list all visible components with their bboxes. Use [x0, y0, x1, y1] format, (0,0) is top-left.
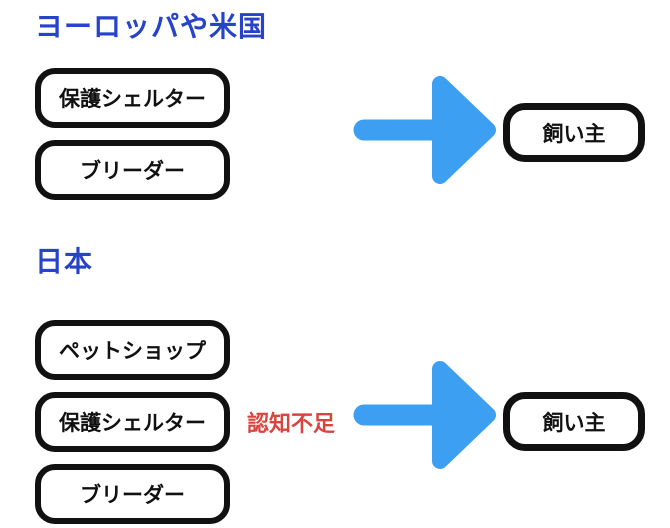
source-box-shelter-eu: 保護シェルター [35, 68, 230, 128]
source-box-petshop-jp: ペットショップ [35, 320, 230, 380]
awareness-gap-note: 認知不足 [247, 411, 336, 436]
target-box-owner-jp: 飼い主 [503, 392, 645, 451]
section-title-japan: 日本 [35, 246, 94, 277]
arrow-head [432, 76, 496, 184]
section-title-europe-us: ヨーロッパや米国 [35, 11, 268, 42]
source-box-shelter-jp: 保護シェルター [35, 392, 230, 452]
arrow-head [432, 361, 496, 469]
arrow-right-icon [353, 76, 496, 184]
source-box-breeder-eu: ブリーダー [35, 140, 230, 200]
arrow-right-icon [353, 361, 496, 469]
source-box-breeder-jp: ブリーダー [35, 464, 230, 524]
target-box-owner-eu: 飼い主 [503, 103, 645, 162]
